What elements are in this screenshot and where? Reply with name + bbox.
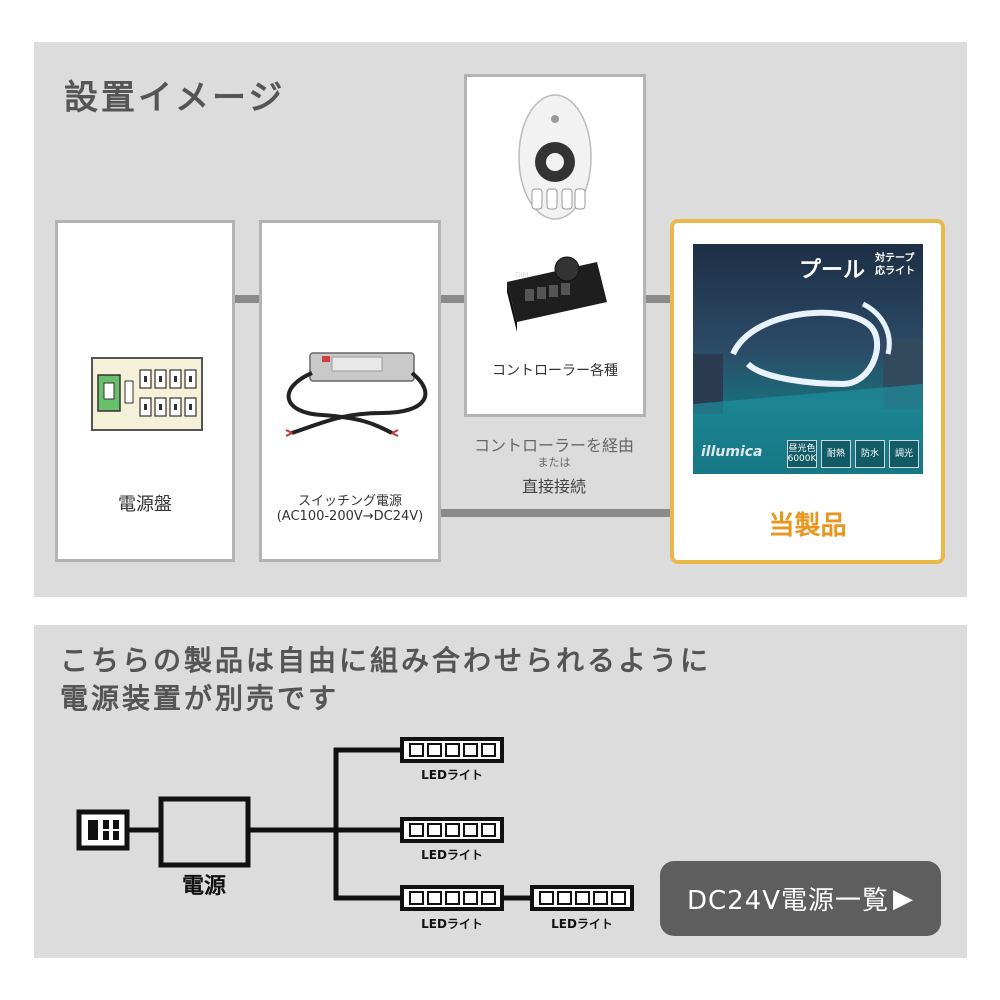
led-strip-3 [400,885,504,911]
led-strip-4 [530,885,634,911]
brand-logo: illumica [701,444,763,460]
card-label-voltage: (AC100-200V→DC24V) [276,509,424,524]
badge-dimmable: 調光 [889,440,919,468]
led-label-1: LEDライト [421,768,483,782]
card-label-controllers: コントローラー各種 [492,363,618,379]
led-strip-1 [400,737,504,763]
power-label: 電源 [182,874,226,899]
remote-controller-icon [518,94,592,220]
pool-led-scene-icon [693,301,923,474]
section-heading-sold-separately: こちらの製品は自由に組み合わせられるように 電源装置が別売です [60,644,712,715]
card-distribution-board [55,220,235,562]
card-label-this-product: 当製品 [768,511,847,541]
outlet-icon [76,809,130,851]
connector-line [441,295,464,303]
led-label-2: LEDライト [421,848,483,862]
connector-line [235,295,259,303]
play-arrow-icon: ▶ [893,883,915,914]
badge-waterproof: 防水 [855,440,885,468]
led-label-4: LEDライト [551,917,613,931]
led-strip-2 [400,817,504,843]
section-heading-install: 設置イメージ [64,78,286,118]
product-photo: プール 対テープ 応ライト illumica 昼光色 6000K 耐熱 防水 調… [693,244,923,474]
via-controller-text: コントローラーを経由 [473,436,634,455]
product-subtitle: 対テープ 応ライト [875,253,915,277]
power-supply-box [158,796,251,868]
card-label-switching-power: スイッチング電源 [297,494,402,509]
product-title: プール [798,258,865,283]
distribution-board-icon [91,357,203,431]
card-controllers: DIM [464,74,646,417]
dimmer-label: DIM [515,271,529,279]
badge-heat-resistant: 耐熱 [821,440,851,468]
cta-label: DC24V電源一覧 [686,886,890,916]
dc24v-power-list-button[interactable]: DC24V電源一覧 ▶ [660,861,941,936]
card-switching-power [259,220,441,562]
card-label-distribution-board: 電源盤 [118,494,172,515]
led-label-3: LEDライト [421,917,483,931]
direct-connection-text: 直接接続 [521,477,586,496]
or-text: または [537,456,571,469]
connector-line [441,509,670,517]
dimmer-controller-icon: DIM [507,256,607,332]
power-supply-icon [285,352,428,437]
badge-color-temp: 昼光色 6000K [787,440,817,468]
connector-line [646,295,670,303]
